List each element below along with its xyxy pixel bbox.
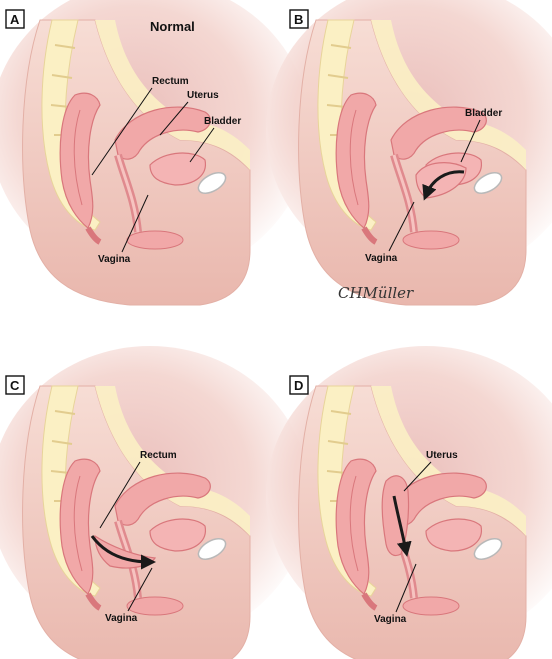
panel-a-letter: A bbox=[10, 12, 20, 27]
panel-c-label-rectum: Rectum bbox=[140, 450, 177, 461]
panel-a: A Normal Rectum Uterus Bladder Vagina bbox=[0, 0, 310, 305]
panel-a-label-uterus: Uterus bbox=[187, 90, 219, 101]
panel-c-letter: C bbox=[10, 378, 20, 393]
panel-a-label-rectum: Rectum bbox=[152, 76, 189, 87]
panel-d-letter: D bbox=[294, 378, 303, 393]
panel-b-letter: B bbox=[294, 12, 303, 27]
panel-b-label-bladder: Bladder bbox=[465, 108, 502, 119]
artist-signature: CHMüller bbox=[338, 284, 414, 302]
panel-a-title: Normal bbox=[150, 19, 195, 34]
panel-c: C Rectum Vagina bbox=[0, 346, 310, 659]
panel-d: D Uterus Vagina bbox=[266, 346, 552, 659]
panel-d-label-uterus: Uterus bbox=[426, 450, 458, 461]
panel-b: B Bladder Vagina CHMüller bbox=[266, 0, 552, 305]
panel-a-label-vagina: Vagina bbox=[98, 254, 131, 265]
panel-b-label-vagina: Vagina bbox=[365, 253, 398, 264]
panel-a-label-bladder: Bladder bbox=[204, 116, 241, 127]
panel-c-label-vagina: Vagina bbox=[105, 613, 138, 624]
panel-d-label-vagina: Vagina bbox=[374, 614, 407, 625]
